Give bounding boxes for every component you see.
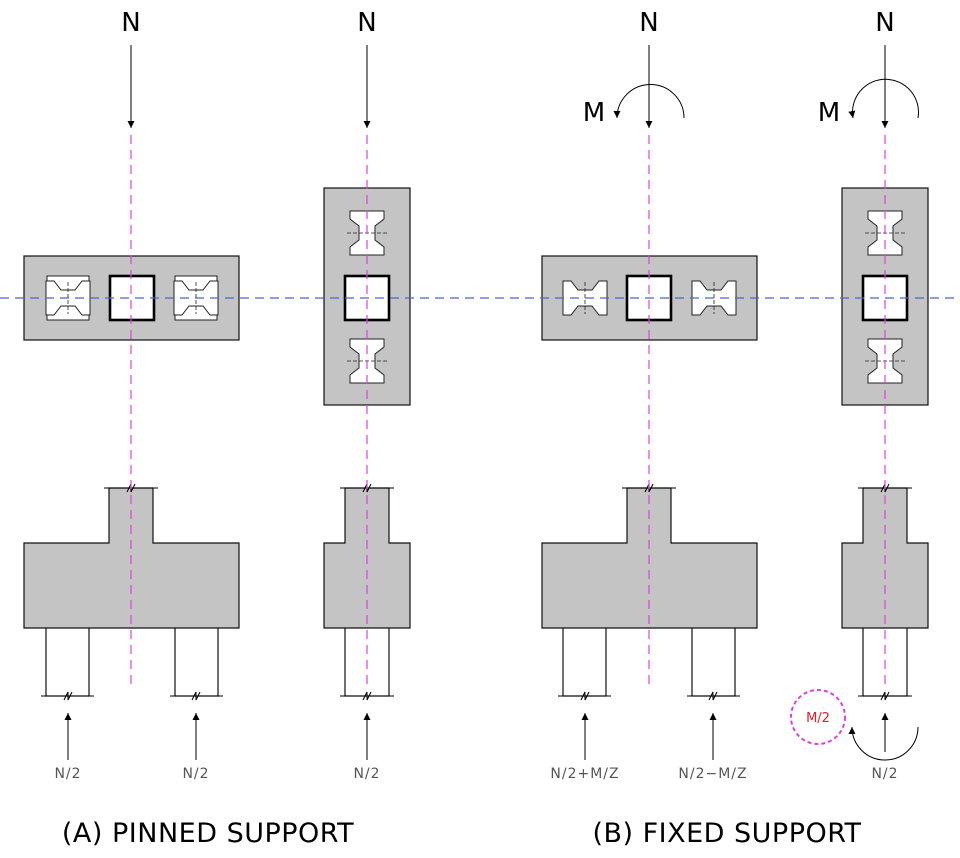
moment-label-m3: M xyxy=(583,98,605,128)
column-section-1 xyxy=(108,274,156,322)
reaction-label-6: N/2 xyxy=(871,766,898,782)
reaction-label-1: N/2 xyxy=(54,766,81,782)
plan-view-pinned-horizontal xyxy=(23,255,240,341)
load-label-n4: N xyxy=(875,8,894,38)
moment-arc-4 xyxy=(848,78,919,119)
plan-view-fixed-vertical xyxy=(841,187,929,406)
moment-arc-3 xyxy=(613,84,685,119)
reaction-label-2: N/2 xyxy=(182,766,209,782)
load-label-n1: N xyxy=(121,8,140,38)
caption-fixed-support: (B) FIXED SUPPORT xyxy=(592,818,861,849)
load-label-n3: N xyxy=(639,8,658,38)
caption-pinned-support: (A) PINNED SUPPORT xyxy=(62,818,354,849)
plan-view-pinned-vertical xyxy=(323,187,411,406)
moment-label-m4: M xyxy=(818,98,840,128)
reaction-label-5: N/2−M/Z xyxy=(678,766,747,782)
load-label-n2: N xyxy=(357,8,376,38)
reaction-label-4: N/2+M/Z xyxy=(550,766,619,782)
reaction-label-3: N/2 xyxy=(353,766,380,782)
moment-bubble-label: M/2 xyxy=(806,711,830,726)
reaction-moment-arc xyxy=(848,726,919,761)
moment-bubble xyxy=(790,689,846,745)
